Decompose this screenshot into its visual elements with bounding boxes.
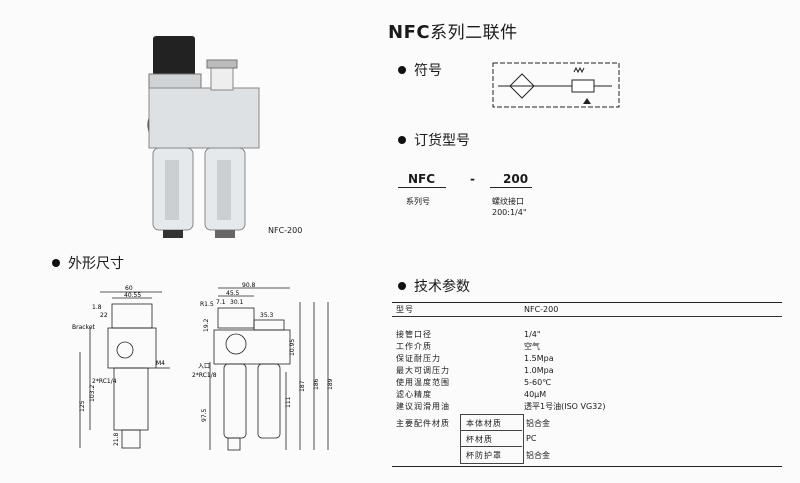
dim-radius: R1.5 <box>200 301 214 308</box>
material-part: 本体材质 <box>466 419 502 428</box>
dim-f: 97.5 <box>201 408 208 422</box>
dim-c: 35.3 <box>260 312 274 319</box>
dim-b: 30.1 <box>230 299 244 306</box>
material-value: PC <box>526 434 537 443</box>
bullet-icon <box>52 259 60 267</box>
regulator-knob <box>153 36 195 76</box>
photo-caption: NFC-200 <box>268 226 303 235</box>
section-tech: 技术参数 <box>398 276 470 296</box>
pneumatic-symbol <box>492 62 620 108</box>
material-value: 铝合金 <box>526 451 550 460</box>
material-value: 铝合金 <box>526 419 550 428</box>
section-dimensions: 外形尺寸 <box>52 253 124 273</box>
table-row <box>392 317 782 330</box>
material-label: 主要配件材质 <box>396 419 450 428</box>
dim-h: 187 <box>299 380 306 392</box>
dim-g: 111 <box>285 396 292 408</box>
dim-d: 19.2 <box>203 318 210 332</box>
order-size-code: 200 <box>503 172 529 186</box>
dim-a: 7.1 <box>216 299 226 306</box>
inlet-label: 入口 <box>198 363 210 370</box>
dim-height-1: 103.2 <box>89 385 96 402</box>
page-title: NFC系列二联件 <box>388 22 518 43</box>
series-label: 系列号 <box>406 197 430 206</box>
dim-base: 21.8 <box>113 432 120 446</box>
dim-overall-width: 90.8 <box>242 282 256 289</box>
order-dash: - <box>470 172 475 186</box>
dim-half-width: 45.5 <box>226 290 240 297</box>
bracket-label: Bracket <box>72 324 96 331</box>
material-part: 杯材质 <box>466 435 493 444</box>
section-symbol: 符号 <box>398 60 442 80</box>
dim-offset: 22 <box>100 312 108 319</box>
dim-j: 189 <box>327 378 334 390</box>
dim-width: 60 <box>125 285 133 292</box>
material-part: 杯防护罩 <box>466 451 502 460</box>
table-row: 建议润滑用油透平1号油(ISO VG32) <box>396 402 606 411</box>
bullet-icon <box>398 66 406 74</box>
dim-inner-width: 40.55 <box>124 292 141 299</box>
side-view-drawing: 60 40.55 1.8 22 Bracket M4 2*RC1/4 103.2… <box>72 285 170 449</box>
dim-thread-m4: M4 <box>156 360 165 367</box>
dim-height-2: 125 <box>79 400 86 412</box>
table-row: 工作介质空气 <box>396 342 540 351</box>
bullet-icon <box>398 282 406 290</box>
section-order: 订货型号 <box>398 130 470 150</box>
material-parts-box <box>460 414 524 464</box>
front-view-drawing: 90.8 45.5 R1.5 7.1 30.1 35.3 19.2 10.95 … <box>192 282 334 451</box>
dim-port-right: 2*RC1/8 <box>192 372 217 379</box>
dim-port: 2*RC1/4 <box>92 378 117 385</box>
order-series-code: NFC <box>408 172 436 186</box>
dim-thickness: 1.8 <box>92 304 102 311</box>
thread-value: 200:1/4" <box>492 208 527 217</box>
dim-i: 186 <box>313 378 320 390</box>
bullet-icon <box>398 136 406 144</box>
thread-label: 螺纹接口 <box>492 197 524 206</box>
dim-e: 10.95 <box>289 339 296 356</box>
product-photo <box>147 36 260 238</box>
